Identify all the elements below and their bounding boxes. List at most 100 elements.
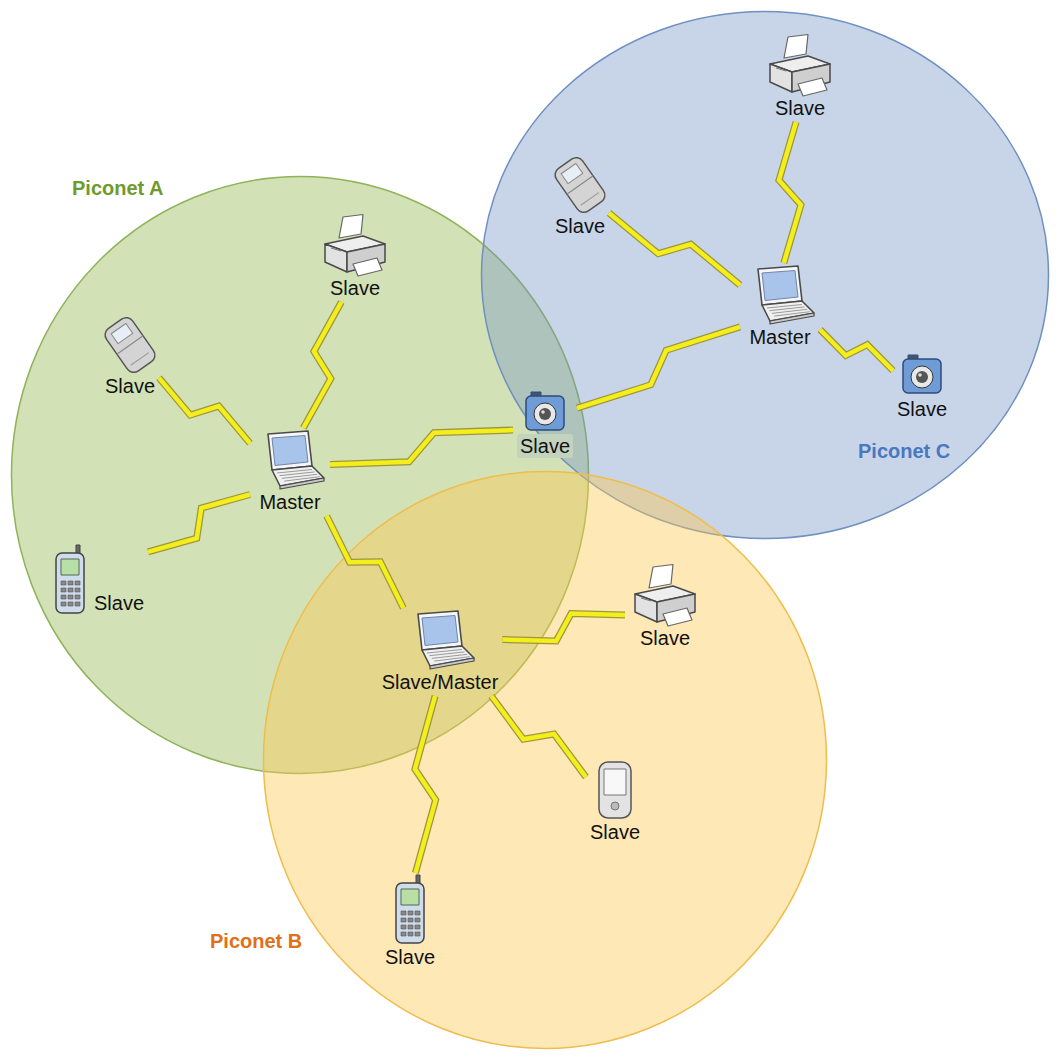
radio-link xyxy=(303,302,341,428)
icon-part xyxy=(401,925,406,929)
icon-part xyxy=(599,762,631,818)
role-label: Slave xyxy=(775,96,825,120)
bluetooth-device: Slave xyxy=(315,212,395,302)
icon-part xyxy=(401,932,406,936)
icon-part xyxy=(635,594,657,622)
bolt-outline xyxy=(330,430,513,464)
role-label: Slave xyxy=(105,374,155,398)
laptop-icon xyxy=(744,265,816,325)
piconet-region: Piconet BSlave/MasterSlaveSlaveSlave xyxy=(262,470,828,1050)
bluetooth-device: Slave xyxy=(760,32,840,122)
radio-link-group xyxy=(327,516,404,608)
icon-part xyxy=(770,64,792,92)
radio-link-group xyxy=(303,302,341,428)
bolt-outline xyxy=(779,122,801,263)
icon-part xyxy=(561,163,583,183)
bluetooth-device: Slave xyxy=(48,543,148,617)
icon-part xyxy=(331,248,341,251)
radio-link-group xyxy=(577,327,740,408)
bluetooth-device: Slave xyxy=(101,314,159,400)
flip-icon xyxy=(557,156,603,214)
bolt-outline xyxy=(415,696,436,873)
printer-icon xyxy=(629,564,701,626)
icon-part xyxy=(911,366,933,388)
role-label: Slave xyxy=(897,397,947,421)
icon-part xyxy=(903,359,941,393)
icon-part xyxy=(415,911,420,915)
icon-part xyxy=(434,657,470,661)
icon-part xyxy=(552,155,608,216)
bolt-outline xyxy=(502,614,625,641)
radio-link xyxy=(502,614,625,641)
icon-part xyxy=(75,595,80,599)
piconet-name: Piconet A xyxy=(72,177,164,200)
radio-link-group xyxy=(820,330,893,371)
bolt-outline xyxy=(820,330,893,371)
radio-link-group xyxy=(491,696,586,777)
icon-part xyxy=(649,565,673,589)
radio-link xyxy=(330,430,513,464)
icon-part xyxy=(102,315,158,376)
icon-part xyxy=(396,883,424,943)
icon-part xyxy=(75,588,80,592)
icon-part xyxy=(418,611,462,650)
icon-part xyxy=(56,553,84,613)
radio-link xyxy=(415,696,436,873)
role-label: Slave xyxy=(94,591,144,615)
icon-part xyxy=(68,595,73,599)
radio-link-group xyxy=(159,378,250,443)
flip-icon xyxy=(107,316,153,374)
radio-link xyxy=(148,495,250,552)
icon-part xyxy=(408,911,413,915)
icon-part xyxy=(401,889,419,905)
icon-part xyxy=(401,911,406,915)
role-label: Slave xyxy=(385,945,435,969)
icon-part xyxy=(415,932,420,936)
piconet-name: Piconet B xyxy=(210,930,302,953)
icon-part xyxy=(422,616,458,646)
icon-part xyxy=(61,588,66,592)
icon-part xyxy=(284,477,320,481)
icon-part xyxy=(111,323,133,343)
piconet-outline xyxy=(482,12,1049,539)
icon-part xyxy=(68,588,73,592)
bolt-outline xyxy=(609,213,740,285)
icon-part xyxy=(762,271,798,301)
icon-part xyxy=(408,925,413,929)
bolt-outline xyxy=(577,327,740,408)
icon-part xyxy=(415,918,420,922)
role-label: Slave xyxy=(517,434,573,458)
laptop-icon xyxy=(404,610,476,670)
icon-part xyxy=(272,436,308,466)
icon-part xyxy=(581,193,599,206)
icon-part xyxy=(268,431,312,470)
icon-part xyxy=(541,410,545,414)
bluetooth-device: Slave/Master xyxy=(378,608,503,696)
icon-part xyxy=(61,602,66,606)
icon-part xyxy=(916,371,928,383)
icon-part xyxy=(641,598,651,601)
bluetooth-device: Slave xyxy=(625,562,705,652)
bluetooth-device: Master xyxy=(250,428,330,516)
radio-link-group xyxy=(609,213,740,285)
mobile-icon xyxy=(52,545,88,615)
radio-link xyxy=(779,122,801,263)
bluetooth-device: Master xyxy=(740,263,820,351)
radio-link xyxy=(159,378,250,443)
role-label: Slave xyxy=(330,276,380,300)
radio-link-group xyxy=(148,495,250,552)
role-label: Master xyxy=(259,490,320,514)
bolt-outline xyxy=(159,378,250,443)
icon-part xyxy=(131,353,149,366)
icon-part xyxy=(430,658,474,669)
bolt-outline xyxy=(303,302,341,428)
icon-part xyxy=(415,925,420,929)
radio-link xyxy=(609,213,740,285)
radio-link-group xyxy=(779,122,801,263)
radio-link-group xyxy=(415,696,436,873)
icon-part xyxy=(61,581,66,585)
mobile-icon xyxy=(392,875,428,945)
icon-part xyxy=(918,373,922,377)
